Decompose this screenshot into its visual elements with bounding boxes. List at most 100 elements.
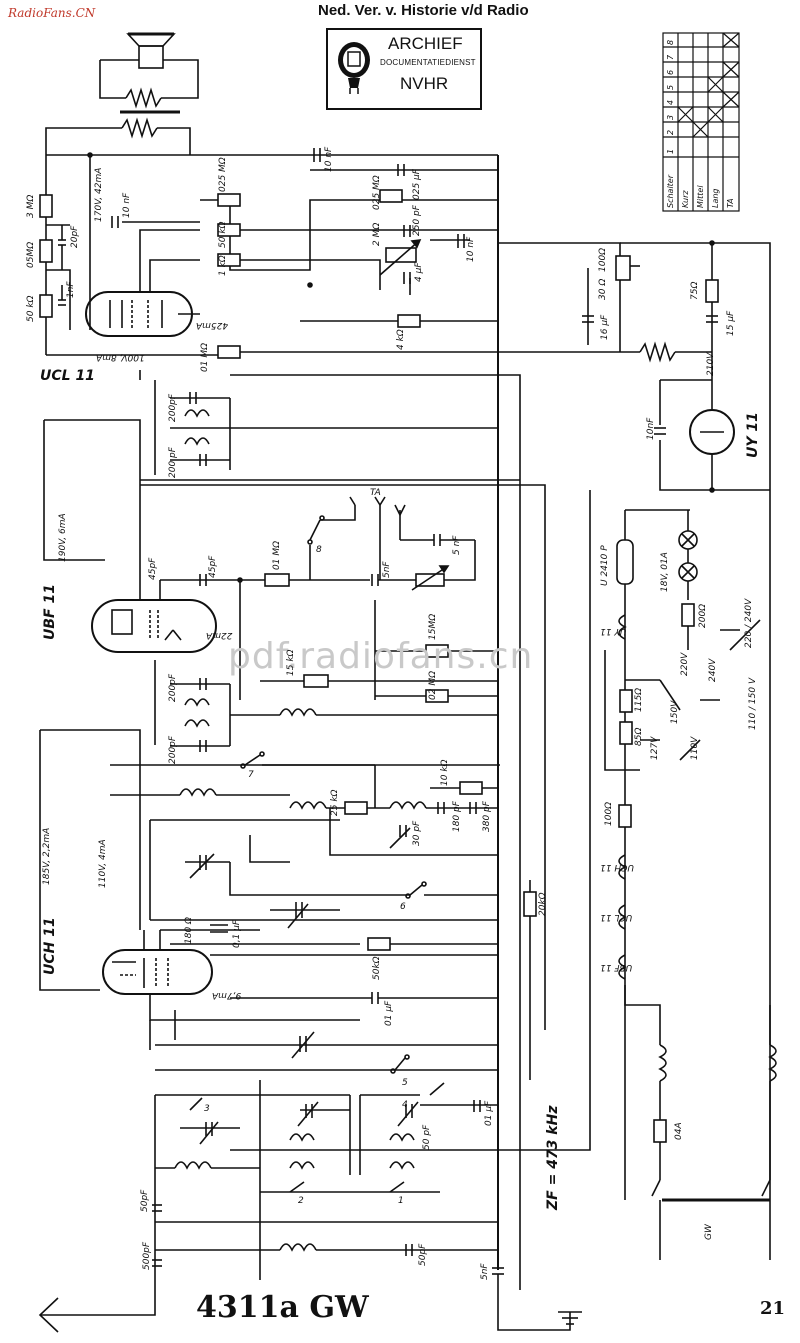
label-r-20k: 20kΩ — [538, 892, 548, 916]
label-c-380p: 380 pF — [482, 801, 492, 832]
label-sw7: 7 — [248, 770, 254, 780]
label-i-425: 425mA — [196, 320, 229, 330]
switch-row-kurz: Kurz — [681, 190, 690, 208]
switch-row-mittel: Mittel — [696, 185, 705, 208]
label-c-45p-b: 45pF — [208, 555, 218, 578]
switch-col-2: 2 — [666, 129, 675, 135]
switch-col-3: 3 — [666, 114, 675, 120]
label-c-200p-1: 200pF — [168, 393, 178, 422]
label-v-110: 110V — [690, 736, 700, 760]
label-fuse: 04A — [674, 1122, 684, 1140]
label-c-50p-a: 50 pF — [422, 1124, 432, 1150]
label-r-10k: 10 kΩ — [440, 759, 450, 786]
label-uch-voltage-2: 110V, 4mA — [98, 839, 108, 888]
label-c-15u: 15 μF — [726, 310, 736, 336]
label-c-01u-c: 01 μF — [484, 1100, 494, 1126]
switch-grid-icon — [662, 32, 740, 212]
label-r-01m-b: 01 MΩ — [272, 541, 282, 570]
label-v-150: 150V — [670, 700, 680, 724]
switch-col-8: 8 — [666, 39, 675, 45]
label-uch-voltage-1: 185V, 2,2mA — [42, 827, 52, 885]
label-r-025m: 025 MΩ — [218, 157, 228, 192]
label-sw4: 4 — [402, 1100, 408, 1110]
stamp-line-documentatiedienst: DOCUMENTATIEDIENST — [380, 58, 476, 67]
label-r-200o: 200Ω — [698, 603, 708, 628]
label-c-200p-3: 200pF — [168, 673, 178, 702]
label-i-97: 9,7mA — [212, 990, 242, 1000]
switch-col-4: 4 — [666, 99, 675, 105]
label-r-2m: 2 MΩ — [372, 222, 382, 246]
switch-col-7: 7 — [666, 54, 675, 60]
label-sw2: 2 — [298, 1196, 304, 1206]
label-c-250p: 250 pF — [412, 205, 422, 236]
label-r-50k-b: 50kΩ — [372, 956, 382, 980]
label-c-200p-4: 200pF — [168, 735, 178, 764]
switch-col-5: 5 — [666, 84, 675, 90]
label-sw1: 1 — [398, 1196, 404, 1206]
label-r-05m: 05MΩ — [26, 241, 36, 268]
tube-label-uy11: UY 11 — [745, 412, 761, 458]
label-mains-220-240: 220 / 240V — [744, 598, 754, 648]
label-r-3m: 3 MΩ — [26, 194, 36, 218]
switch-row-ta: TA — [726, 198, 735, 208]
label-r-25k: 25 kΩ — [330, 789, 340, 816]
if-frequency-note: ZF = 473 kHz — [545, 1105, 561, 1210]
pdf-watermark: pdf.radiofans.cn — [228, 636, 534, 677]
switch-col-1: 1 — [666, 148, 675, 154]
label-v-18: 18V, 01A — [660, 552, 670, 592]
label-r-115o: 115Ω — [634, 687, 644, 712]
switch-row-lang: Lang — [711, 188, 720, 208]
stamp-line-nvhr: NVHR — [400, 74, 449, 93]
label-r-01m: 01 MΩ — [200, 343, 210, 372]
label-c-180p: 180 pF — [452, 801, 462, 832]
label-c-5n-a: 5nF — [382, 561, 392, 578]
archive-stamp: ARCHIEF DOCUMENTATIEDIENST NVHR — [326, 28, 482, 110]
label-r-15k: 15 kΩ — [286, 649, 296, 676]
label-c-1n: 1nF — [66, 281, 76, 298]
label-r-180o: 180 Ω — [184, 917, 194, 944]
label-uy11-heater: UY 11 — [600, 626, 627, 636]
archive-header: Ned. Ver. v. Historie v/d Radio — [318, 2, 529, 19]
label-u2410p: U 2410 P — [600, 545, 610, 586]
label-c-16u: 16 μF — [600, 314, 610, 340]
switch-col-6: 6 — [666, 69, 675, 75]
label-c-10n-top: 10 nF — [324, 146, 334, 172]
label-ubf-voltage: 190V, 6mA — [58, 513, 68, 562]
radio-tube-logo-icon — [338, 42, 370, 94]
label-c-10n-uy: 10nF — [646, 417, 656, 440]
tube-label-ucl11: UCL 11 — [40, 368, 95, 384]
label-c-45p-a: 45pF — [148, 557, 158, 580]
label-c-10n-a: 10 nF — [122, 192, 132, 218]
label-sw3: 3 — [204, 1104, 210, 1114]
site-watermark: RadioFans.CN — [8, 6, 96, 20]
label-r-50ko: 50 kΩ — [218, 221, 228, 248]
label-ubf11-heater: UBF 11 — [600, 962, 633, 972]
label-ta: TA — [370, 488, 381, 498]
label-c-4u: 4 μF — [414, 262, 424, 283]
stamp-line-archief: ARCHIEF — [388, 34, 463, 53]
label-r-4k: 4 kΩ — [396, 329, 406, 350]
tube-label-ubf11: UBF 11 — [42, 584, 58, 640]
label-v-100: 100V, 8mA — [96, 352, 145, 362]
label-gw: GW — [704, 1224, 714, 1240]
label-r-85o: 85Ω — [634, 727, 644, 746]
label-c-025u: 025 μF — [412, 169, 422, 200]
label-r-025m-b: 025 MΩ — [372, 175, 382, 210]
label-c-5n-b: 5 nF — [452, 535, 462, 555]
switch-table: Schalter Kurz Mittel Lang TA 1 2 3 4 5 6… — [662, 32, 742, 218]
label-c-200p-2: 200 pF — [168, 447, 178, 478]
label-c-01u-a: 0,1 μF — [232, 919, 242, 948]
label-r-02m: 02 MΩ — [428, 671, 438, 700]
label-c-30p: 30 pF — [412, 820, 422, 846]
label-ucl-voltage: 170V, 42mA — [94, 167, 104, 222]
switch-row-schalter: Schalter — [666, 174, 675, 208]
label-v-210: 210V — [706, 352, 716, 376]
model-number: 4311a GW — [196, 1290, 369, 1325]
label-sw5: 5 — [402, 1078, 408, 1088]
label-i-22: 22mA — [206, 630, 233, 640]
label-c-10n-b: 10 nF — [466, 236, 476, 262]
label-c-500p: 500pF — [142, 1241, 152, 1270]
label-mains-110-150: 110 / 150 V — [748, 677, 758, 730]
label-r-15m: 15MΩ — [428, 613, 438, 640]
